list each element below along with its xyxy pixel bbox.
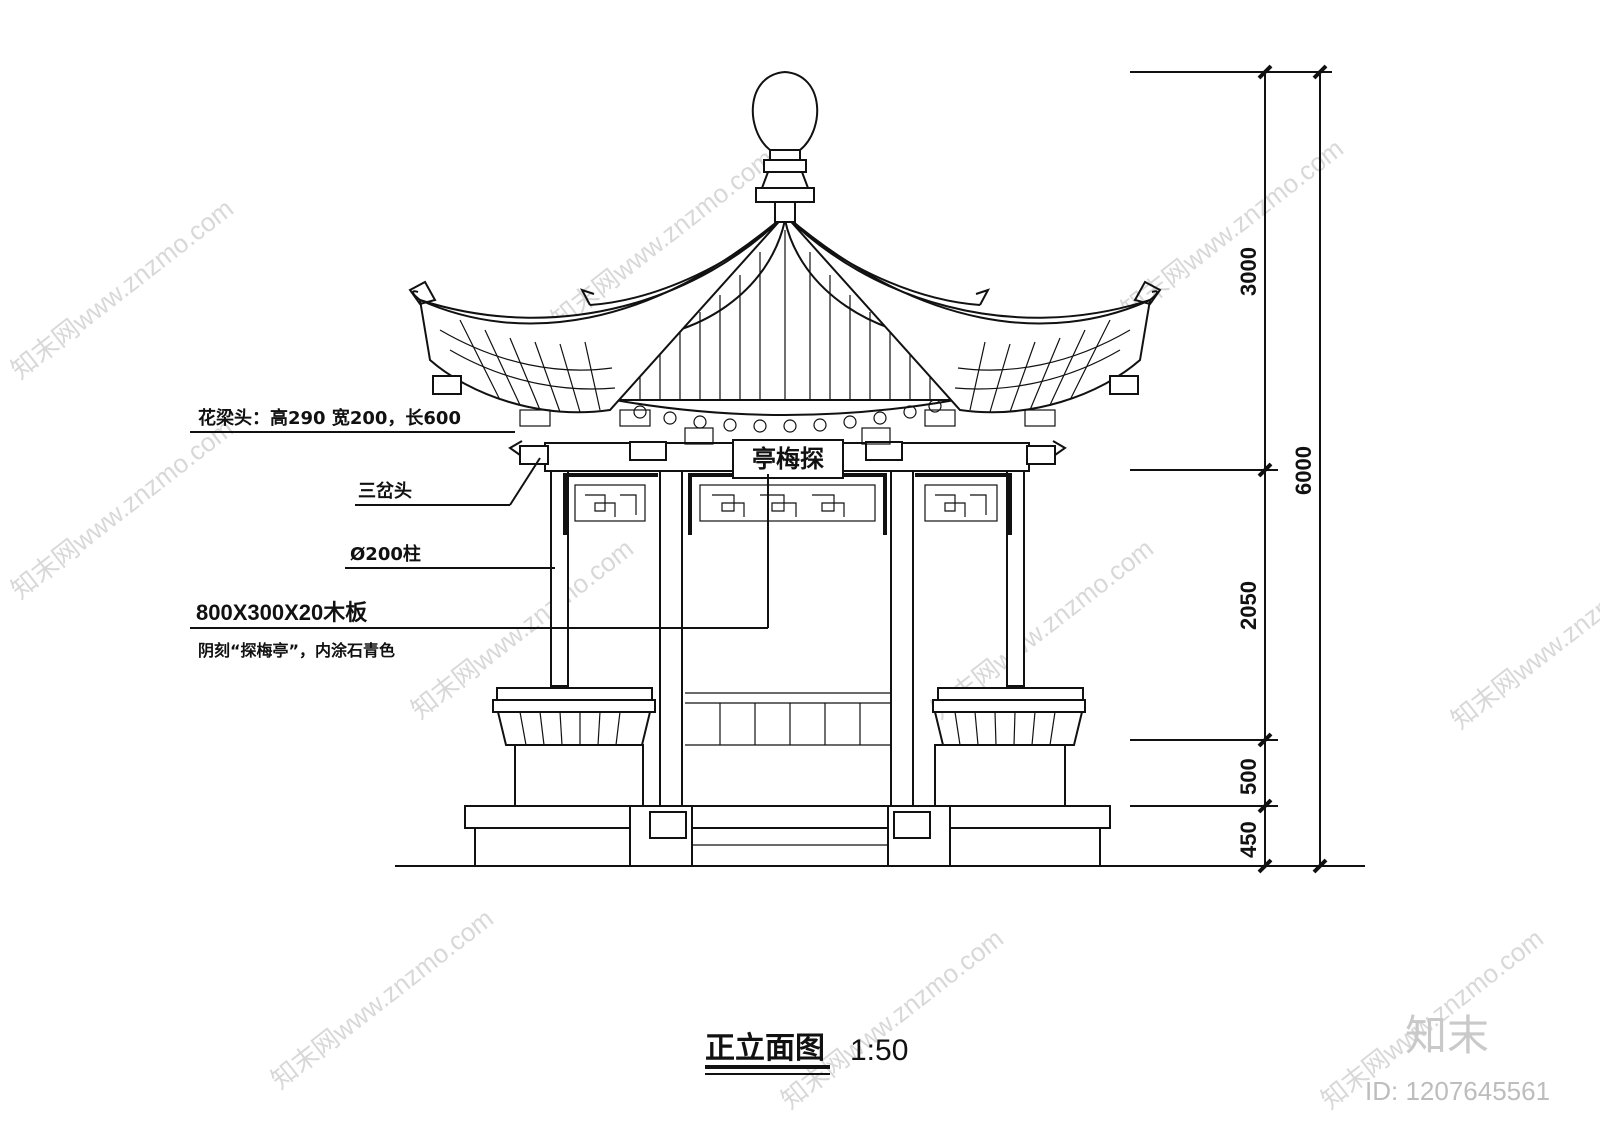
drawing-title: 正立面图 1:50 xyxy=(705,1031,908,1075)
back-railing xyxy=(685,692,890,746)
dim-450: 450 xyxy=(1236,821,1261,858)
dim-500: 500 xyxy=(1236,758,1261,795)
lattice-right xyxy=(915,473,1012,535)
bracket-note: 花梁头：高290 宽200，长600 xyxy=(198,407,461,429)
brand-logo-text: 知末 xyxy=(1405,1011,1489,1060)
bench-left xyxy=(492,687,656,807)
lattice-center xyxy=(688,473,887,535)
annotations: 花梁头：高290 宽200，长600 三岔头 Ø200柱 800X300X20木… xyxy=(190,407,769,660)
title-text: 正立面图 xyxy=(705,1031,825,1066)
dim-6000: 6000 xyxy=(1291,446,1316,495)
watermark-text: 知末网www.znzmo.com xyxy=(5,193,239,385)
watermark-text: 知末网www.znzmo.com xyxy=(265,903,499,1095)
board-engraving-note: 阴刻“探梅亭”，内涂石青色 xyxy=(198,641,395,660)
plaque-text: 亭梅探 xyxy=(752,444,824,473)
board-note: 800X300X20木板 xyxy=(196,600,368,625)
finial xyxy=(751,70,819,223)
platform xyxy=(464,805,1111,867)
lattice-left xyxy=(563,473,658,535)
dimension-lines: 3000 6000 2050 500 450 xyxy=(1130,64,1332,874)
watermark-text: 知末网www.znzmo.com xyxy=(1445,543,1600,735)
sanchatou-note: 三岔头 xyxy=(358,480,412,502)
watermark-text: 知末网www.znzmo.com xyxy=(775,923,1009,1115)
bench-right xyxy=(932,687,1086,807)
scale-text: 1:50 xyxy=(850,1034,908,1067)
dim-2050: 2050 xyxy=(1236,581,1261,630)
roof xyxy=(408,214,1162,445)
watermark-text: 知末网www.znzmo.com xyxy=(5,413,239,605)
image-id: ID: 1207645561 xyxy=(1365,1076,1550,1106)
watermark-text: 知末网www.znzmo.com xyxy=(1115,133,1349,325)
column-note: Ø200柱 xyxy=(350,543,421,565)
name-plaque: 亭梅探 xyxy=(732,439,844,479)
dim-3000: 3000 xyxy=(1236,247,1261,296)
